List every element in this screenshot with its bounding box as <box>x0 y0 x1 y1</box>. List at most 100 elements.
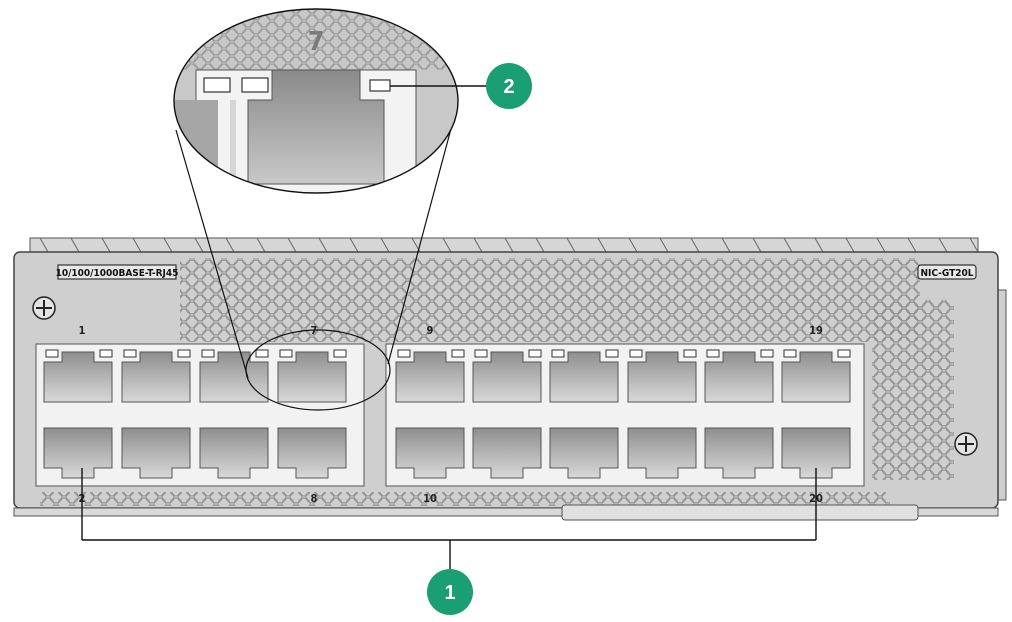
port-jack <box>627 351 697 403</box>
port-jack <box>277 351 347 403</box>
rail-tick <box>783 237 793 253</box>
rj45-port <box>43 349 113 403</box>
rail-tick <box>597 237 607 253</box>
interface-label-plate: 10/100/1000BASE-T-RJ45 <box>56 264 179 280</box>
rj45-port <box>199 427 269 479</box>
rj45-port <box>472 427 542 479</box>
rail-tick <box>566 237 576 253</box>
rail-tick <box>752 237 762 253</box>
port-led <box>605 349 619 358</box>
rail-tick <box>349 237 359 253</box>
port-jack <box>704 351 774 403</box>
rail-tick <box>721 237 731 253</box>
port-label-1: 1 <box>79 324 86 337</box>
rj45-port <box>627 349 697 403</box>
rail-tick <box>845 237 855 253</box>
port-led <box>201 349 215 358</box>
model-label: NIC-GT20L <box>920 268 973 279</box>
port-jack <box>121 427 191 479</box>
port-led <box>279 349 293 358</box>
port-jack <box>781 427 851 479</box>
rj45-port <box>121 427 191 479</box>
callout-number-1: 1 <box>444 582 455 604</box>
rj45-port <box>627 427 697 479</box>
port-led <box>551 349 565 358</box>
zoom-connector-left <box>175 129 249 379</box>
rail-tick <box>659 237 669 253</box>
port-jack <box>199 427 269 479</box>
port-jack <box>549 427 619 479</box>
rail-tick <box>70 237 80 253</box>
callout-badge-2: 2 <box>486 63 532 109</box>
callout-badge-1: 1 <box>427 569 473 615</box>
port-jack <box>472 427 542 479</box>
port-label-8: 8 <box>311 492 318 505</box>
rail-tick <box>907 237 917 253</box>
port-led <box>45 349 59 358</box>
rail-tick <box>101 237 111 253</box>
port-jack <box>43 427 113 479</box>
port-led <box>783 349 797 358</box>
port-jack <box>121 351 191 403</box>
port-jack <box>781 351 851 403</box>
rj45-port <box>277 427 347 479</box>
port-label-19: 19 <box>809 324 823 337</box>
rail-tick <box>287 237 297 253</box>
vent-area-bottom <box>40 492 890 506</box>
port-label-10: 10 <box>423 492 437 505</box>
port-led <box>123 349 137 358</box>
rail-tick <box>132 237 142 253</box>
port-jack <box>627 427 697 479</box>
port-led <box>474 349 488 358</box>
rail-tick <box>628 237 638 253</box>
top-rail <box>29 237 979 253</box>
port-label-9: 9 <box>427 324 434 337</box>
rj45-port <box>395 349 465 403</box>
rail-tick <box>814 237 824 253</box>
rail-tick <box>690 237 700 253</box>
port-led <box>760 349 774 358</box>
rj45-port <box>43 427 113 479</box>
port-jack <box>43 351 113 403</box>
rj45-port <box>199 349 269 403</box>
rail-tick <box>318 237 328 253</box>
zoom-connector-right <box>387 109 457 365</box>
rail-tick <box>969 237 979 253</box>
interface-label: 10/100/1000BASE-T-RJ45 <box>56 268 179 279</box>
zoom-port-number: 7 <box>308 27 324 57</box>
model-label-plate: NIC-GT20L <box>917 264 977 280</box>
rail-tick <box>473 237 483 253</box>
port-led <box>837 349 851 358</box>
rj45-port <box>549 349 619 403</box>
rj45-port <box>395 427 465 479</box>
port-led <box>177 349 191 358</box>
rj45-port <box>472 349 542 403</box>
rail-tick <box>163 237 173 253</box>
rj45-ports <box>43 349 851 479</box>
port-led <box>706 349 720 358</box>
rj45-port <box>121 349 191 403</box>
port-led <box>99 349 113 358</box>
rj45-port <box>704 349 774 403</box>
port-led <box>397 349 411 358</box>
bottom-bar <box>561 504 919 521</box>
port-jack <box>549 351 619 403</box>
rj45-port <box>277 349 347 403</box>
captive-screw-left <box>32 296 56 320</box>
rail-tick <box>535 237 545 253</box>
rail-tick <box>938 237 948 253</box>
rail-tick <box>194 237 204 253</box>
rail-tick <box>39 237 49 253</box>
zoom-bubble: 7 <box>173 8 459 194</box>
rj45-port <box>781 427 851 479</box>
rail-tick <box>380 237 390 253</box>
port-led <box>451 349 465 358</box>
port-jack <box>472 351 542 403</box>
rj45-port <box>704 427 774 479</box>
port-jack <box>199 351 269 403</box>
callout-number-2: 2 <box>503 76 514 98</box>
rail-tick <box>225 237 235 253</box>
port-led <box>528 349 542 358</box>
callout-1-bracket <box>81 468 817 570</box>
